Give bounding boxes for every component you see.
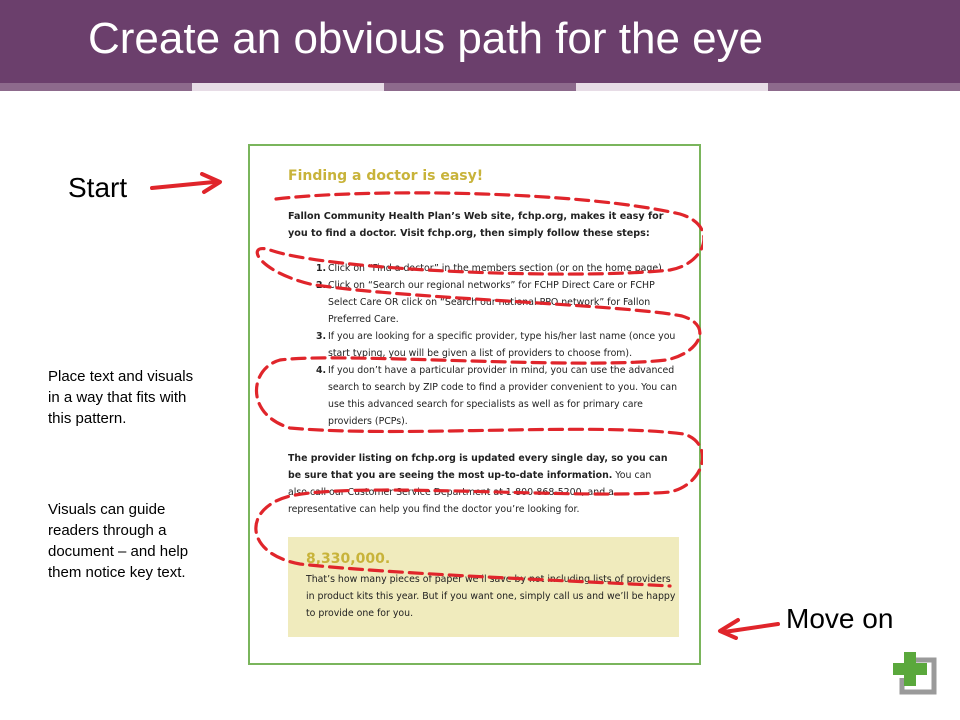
step-text: If you are looking for a specific provid… (328, 331, 676, 359)
start-label: Start (68, 172, 128, 203)
callout-box: 8,330,000. That’s how many pieces of pap… (288, 537, 679, 637)
step-text: Click on “Find a doctor” in the members … (328, 263, 665, 274)
title-bar: Create an obvious path for the eye (0, 0, 960, 83)
arrow-right-icon (150, 172, 222, 194)
step-number: 4. (316, 365, 327, 376)
list-item: 1.Click on “Find a doctor” in the member… (288, 260, 678, 277)
callout-number: 8,330,000. (306, 551, 391, 567)
plus-logo-icon (893, 652, 937, 695)
step-number: 3. (316, 331, 327, 342)
list-item: 2.Click on “Search our regional networks… (288, 277, 678, 328)
tip-pattern-text: Place text and visuals in a way that fit… (48, 368, 194, 427)
stripe-segment (384, 83, 576, 91)
steps-list: 1.Click on “Find a doctor” in the member… (288, 260, 678, 430)
document-heading: Finding a doctor is easy! (288, 168, 484, 184)
list-item: 4.If you don’t have a particular provide… (288, 362, 678, 430)
step-text: If you don’t have a particular provider … (328, 365, 678, 427)
list-item: 3.If you are looking for a specific prov… (288, 328, 678, 362)
provider-listing-paragraph: The provider listing on fchp.org is upda… (288, 450, 673, 518)
step-number: 1. (316, 263, 327, 274)
tip-visuals-text: Visuals can guide readers through a docu… (48, 501, 189, 581)
callout-text: That’s how many pieces of paper we’ll sa… (306, 574, 676, 619)
document-page: Finding a doctor is easy! Fallon Communi… (248, 144, 703, 665)
stripe-segment (768, 83, 960, 91)
stripe-segment (576, 83, 768, 91)
document-intro: Fallon Community Health Plan’s Web site,… (288, 211, 664, 239)
stripe-segment (192, 83, 384, 91)
listing-bold-text: The provider listing on fchp.org is upda… (288, 453, 668, 481)
step-text: Click on “Search our regional networks” … (328, 280, 655, 325)
step-number: 2. (316, 280, 327, 291)
move-on-label: Move on (786, 603, 894, 634)
arrow-left-icon (718, 618, 780, 640)
stripe-segment (0, 83, 192, 91)
slide-title: Create an obvious path for the eye (88, 14, 764, 63)
